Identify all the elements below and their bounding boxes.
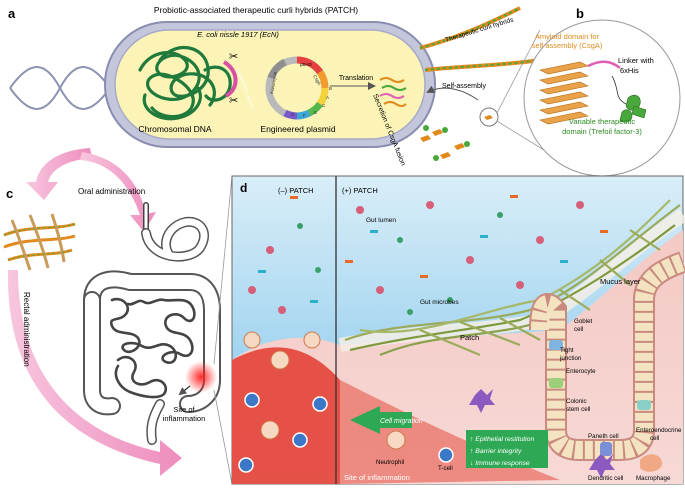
gene-letter: A	[326, 95, 329, 100]
zoom-line	[213, 389, 233, 485]
gene-letter: G	[291, 112, 295, 117]
engineered-plasmid-label: Engineered plasmid	[260, 124, 335, 134]
patch-title: Probiotic-associated therapeutic curli h…	[154, 5, 358, 15]
panel-label-c: c	[6, 186, 13, 201]
zoom-line	[213, 175, 233, 365]
mucus-layer-label: Mucus layer	[600, 277, 641, 286]
effects-box	[466, 430, 548, 468]
arrow-to-patch	[26, 148, 92, 200]
gut-lumen-label: Gut lumen	[366, 217, 396, 224]
goblet-cell-label-2: cell	[574, 326, 583, 333]
linker-label-1: Linker with	[618, 56, 654, 65]
gene-letter: E	[314, 110, 317, 115]
neg-patch-label: (–) PATCH	[278, 186, 314, 195]
chromosomal-dna-label: Chromosomal DNA	[138, 124, 212, 134]
inflamed-tissue	[232, 347, 340, 484]
oral-label: Oral administration	[78, 187, 145, 196]
patch-label: Patch	[460, 333, 479, 342]
curli-fiber-top	[419, 6, 521, 50]
linker-pointer	[611, 75, 627, 105]
variable-domain-label-1: Variable therapeutic	[569, 117, 635, 126]
therapeutic-hybrids-label: Therapeutic curli hybrids	[445, 16, 515, 44]
macrophage-label: Macrophage	[636, 475, 671, 482]
zoom-subunit	[484, 115, 493, 120]
gut-microbes	[248, 195, 608, 315]
translated-proteins	[379, 77, 407, 107]
panel-label-b: b	[576, 6, 584, 21]
engineered-plasmid	[265, 56, 329, 120]
panel-label-d: d	[240, 181, 247, 195]
cell-migration-label: Cell migration	[380, 418, 423, 425]
amyloid-domain-label-1: Amyloid domain for	[535, 32, 600, 41]
gene-letter: C	[322, 103, 326, 108]
enterocyte-label: Enterocyte	[566, 368, 596, 375]
tight-junction-label-2: junction	[559, 355, 582, 362]
tff-domain	[619, 94, 647, 123]
gi-tract	[83, 202, 221, 445]
cell-migration-arrow	[350, 406, 412, 434]
secreted-subunits	[420, 125, 470, 161]
epithelial-cell	[549, 340, 563, 350]
goblet-cell-label-1: Goblet	[574, 318, 593, 325]
gene-letters: B A C E F G	[291, 86, 332, 118]
curli-fiber-middle	[424, 58, 541, 72]
tight-junction-label-1: Tight	[560, 347, 574, 354]
linker	[587, 60, 621, 70]
gene-csga-label: CsgA	[312, 74, 322, 86]
pos-patch-label: (+) PATCH	[342, 186, 378, 195]
stem-cell-label-2: stem cell	[566, 406, 590, 413]
panel-d: Cell migration ↑ Epithelial restitution …	[231, 175, 685, 485]
effect-item-1: ↑ Epithelial restitution	[470, 436, 534, 443]
effect-item-2: ↑ Barrier integrity	[470, 448, 522, 455]
patch-mesh	[3, 213, 76, 271]
paneth-cell	[600, 442, 612, 456]
rectal-label: Rectal administration	[22, 292, 31, 367]
self-assembly-label: Self-assembly	[442, 83, 486, 90]
enteroendocrine-label-2: cell	[650, 435, 659, 442]
translation-label: Translation	[339, 75, 373, 82]
zoom-line	[496, 29, 541, 114]
linker-label-2: 6xHis	[620, 66, 639, 75]
scissors-icon: ✂	[229, 95, 238, 107]
site-label-1: Site of	[173, 405, 195, 414]
dendritic-cell-label: Dendritic cell	[588, 475, 623, 482]
rectal-arrow	[7, 270, 182, 476]
promoter-label: pBAD	[300, 62, 313, 67]
panel-label-a: a	[8, 6, 16, 21]
paneth-cell-label: Paneth cell	[588, 433, 619, 440]
variable-domain-label-2: domain (Trefoil factor-3)	[562, 127, 642, 136]
chromosomal-dna	[138, 45, 232, 121]
epithelial-cell	[549, 378, 563, 388]
gene-letter: F	[303, 113, 306, 118]
gene-letter: B	[329, 86, 332, 91]
effect-item-3: ↓ Immune response	[470, 460, 530, 467]
strain-label: E. coli nissle 1917 (EcN)	[197, 30, 279, 39]
site-label-2: inflammation	[163, 414, 206, 423]
scissors-icon: ✂	[229, 51, 238, 63]
stem-cell-label-1: Colonic	[566, 398, 587, 405]
neutrophil-label: Neutrophil	[376, 459, 404, 466]
self-assembly-arrow	[426, 85, 479, 101]
enteroendocrine-label-1: Enteroendocrine	[636, 427, 682, 434]
inflammation-pointer	[178, 385, 191, 396]
site-of-inflammation-label: Site of inflammation	[344, 473, 410, 482]
enteroendocrine-cell	[637, 400, 651, 410]
gene-kan-label: Kanamycin	[269, 71, 278, 94]
amyloid-domain-label-2: self assembly (CsgA)	[532, 41, 603, 50]
deletion-region	[222, 60, 238, 98]
t-cell-label: T-cell	[438, 465, 453, 472]
inflammation-glow	[185, 361, 217, 393]
gut-microbes-label: Gut microbes	[420, 299, 459, 306]
